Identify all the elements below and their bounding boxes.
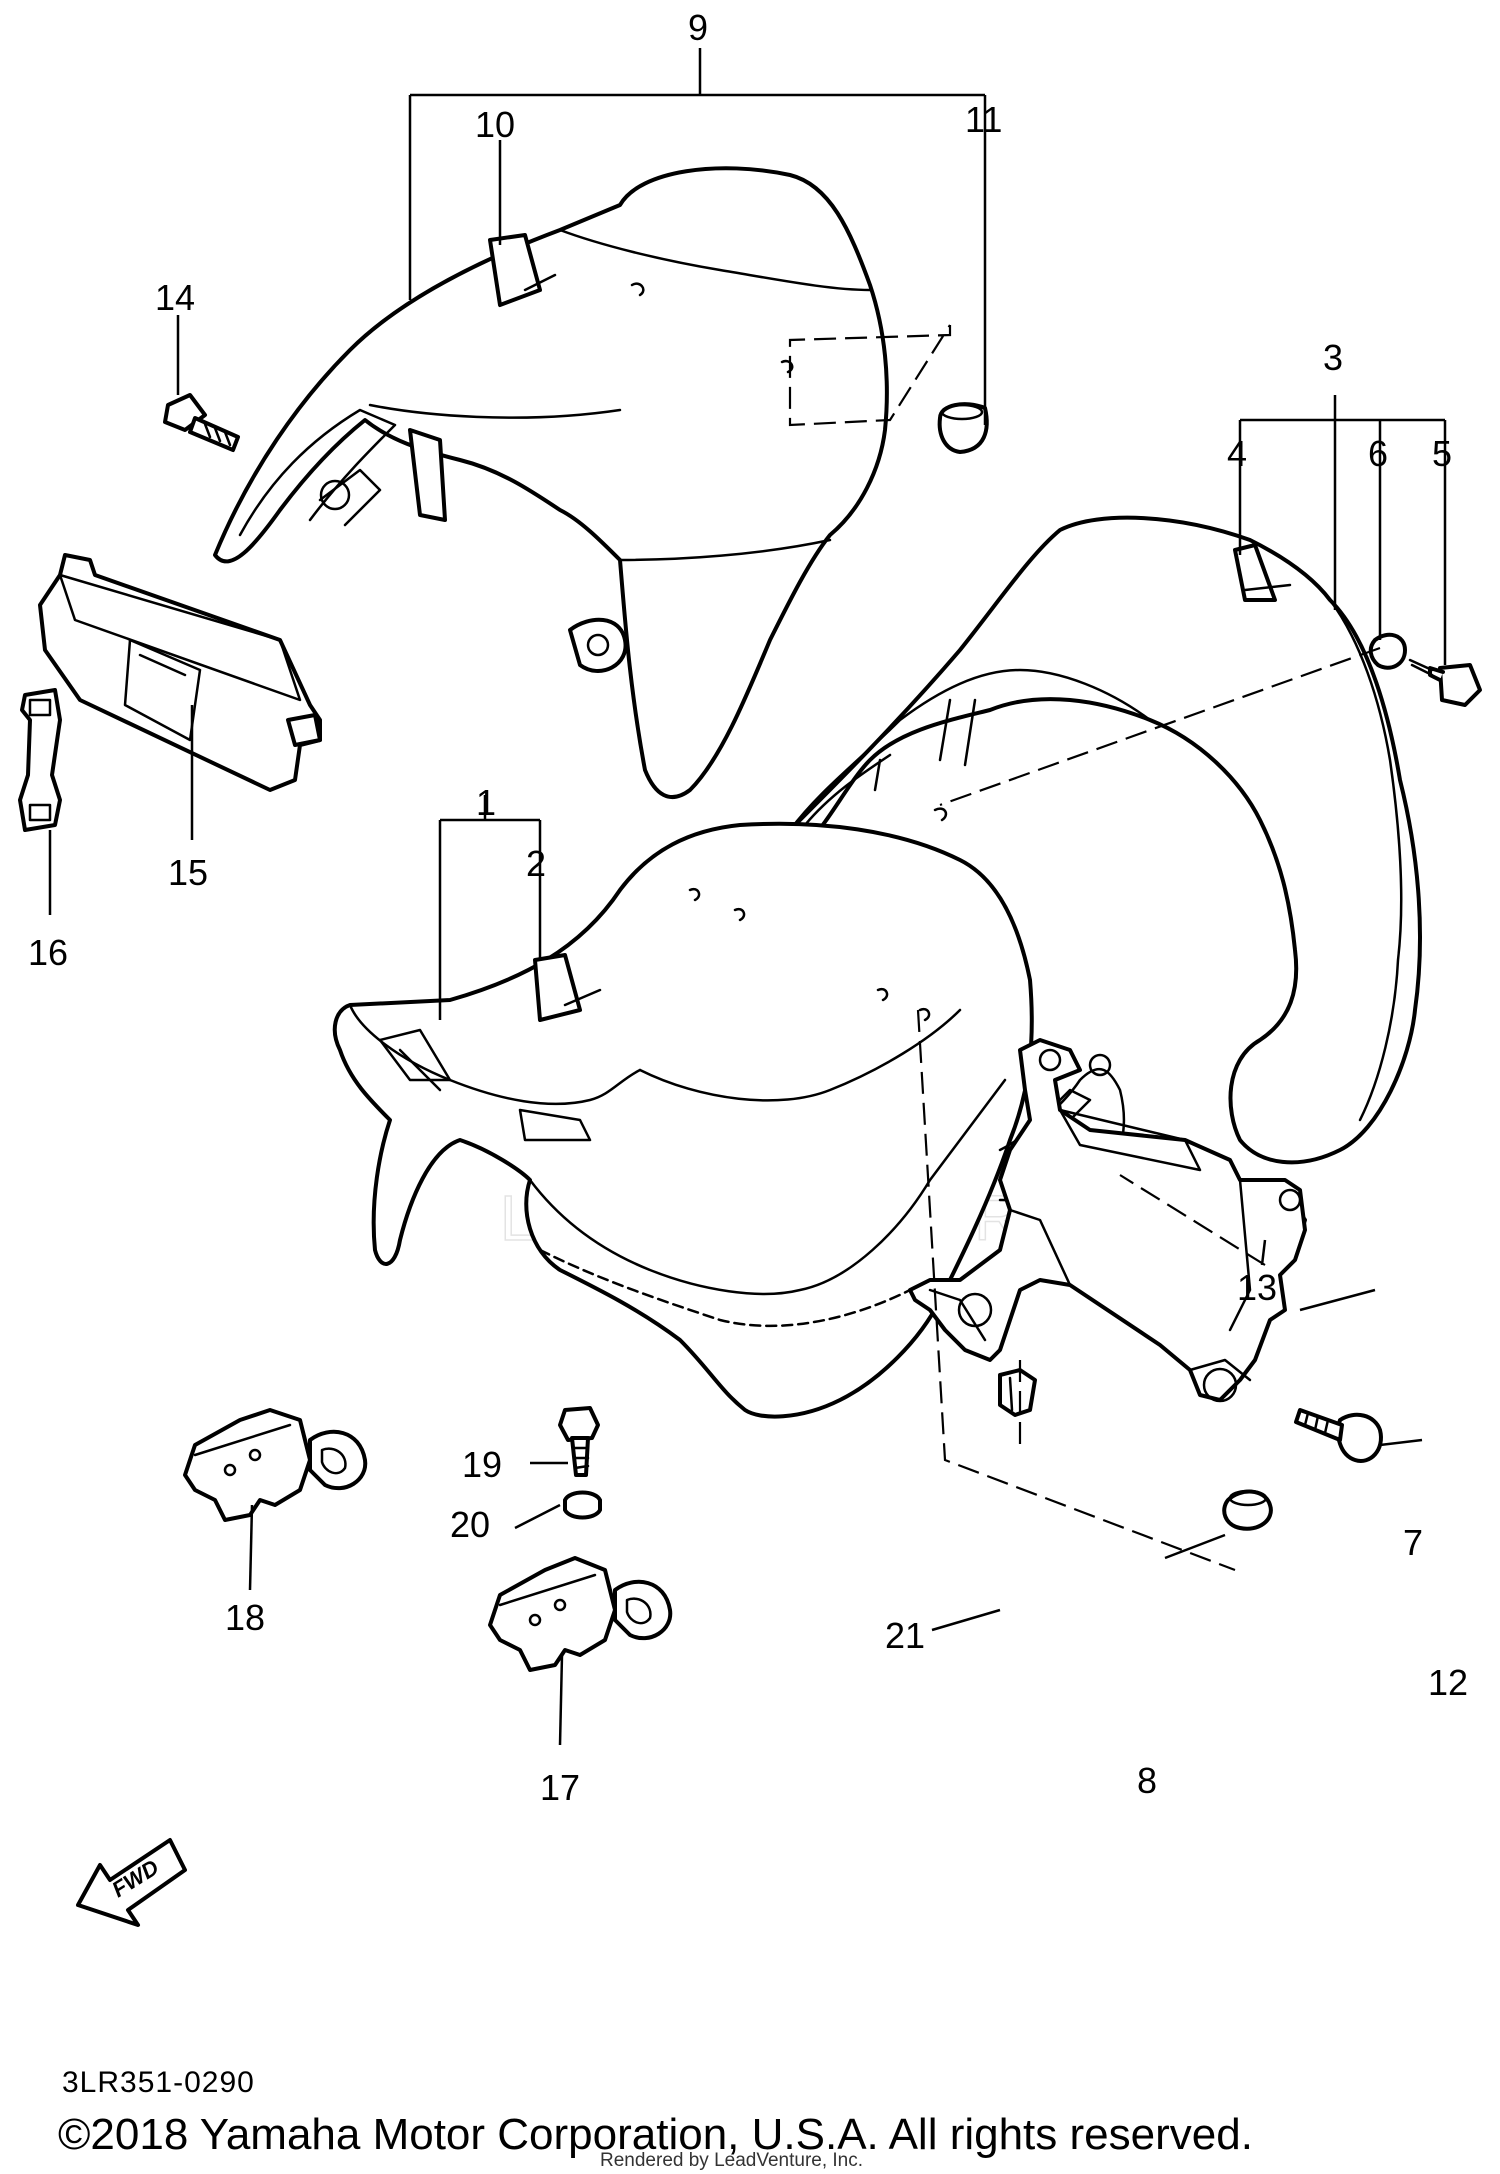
seat-bracket-part-7	[908, 1038, 1307, 1403]
callout-2: 2	[526, 843, 546, 884]
callout-3: 3	[1323, 337, 1343, 378]
nut-part-8	[1222, 1489, 1273, 1531]
front-seat	[788, 515, 1422, 1165]
rear-seat	[213, 166, 889, 800]
callout-13: 13	[1237, 1267, 1277, 1308]
callout-5: 5	[1432, 433, 1452, 474]
callout-6: 6	[1368, 433, 1388, 474]
alignment-lines	[788, 324, 1381, 1572]
nut-part-20	[563, 1490, 602, 1520]
callout-20: 20	[450, 1504, 490, 1545]
callout-16: 16	[28, 932, 68, 973]
washer-part-6	[1368, 632, 1407, 670]
seat-lock-part-17	[488, 1556, 673, 1672]
tool-tray-part-15	[38, 553, 322, 792]
callout-17: 17	[540, 1767, 580, 1808]
callout-12: 12	[1428, 1662, 1468, 1703]
seat-lock-part-18	[183, 1408, 368, 1522]
callout-19: 19	[462, 1444, 502, 1485]
callout-8: 8	[1137, 1760, 1157, 1801]
callout-labels: 9 10 11 14 3 4 6 5 15 16 1 2 13 19 20 18…	[28, 7, 1468, 1808]
callout-18: 18	[225, 1597, 265, 1638]
bolt-part-12	[1294, 1408, 1383, 1463]
callout-11: 11	[965, 99, 1002, 140]
callout-7: 7	[1403, 1522, 1423, 1563]
main-seat	[332, 821, 1126, 1419]
callout-4: 4	[1227, 433, 1247, 474]
callout-15: 15	[168, 852, 208, 893]
strap-part-16	[18, 688, 62, 832]
bolt-part-14	[163, 393, 240, 452]
clip-part-21	[998, 1368, 1037, 1417]
copyright-notice: ©2018 Yamaha Motor Corporation, U.S.A. A…	[58, 2110, 1253, 2159]
callout-9: 9	[688, 7, 708, 48]
part-code: 3LR351-0290	[62, 2066, 255, 2099]
rendered-by-note: Rendered by LeadVenture, Inc.	[600, 2150, 864, 2171]
callout-21: 21	[885, 1615, 925, 1656]
callout-10: 10	[475, 104, 515, 145]
bolt-part-19	[558, 1406, 600, 1477]
grommet-part-11	[937, 402, 989, 454]
bolt-part-5	[1408, 658, 1482, 707]
callout-14: 14	[155, 277, 195, 318]
forward-arrow-icon: FWD	[76, 1838, 187, 1927]
leader-lines	[48, 48, 1447, 1746]
callout-1: 1	[476, 782, 496, 823]
